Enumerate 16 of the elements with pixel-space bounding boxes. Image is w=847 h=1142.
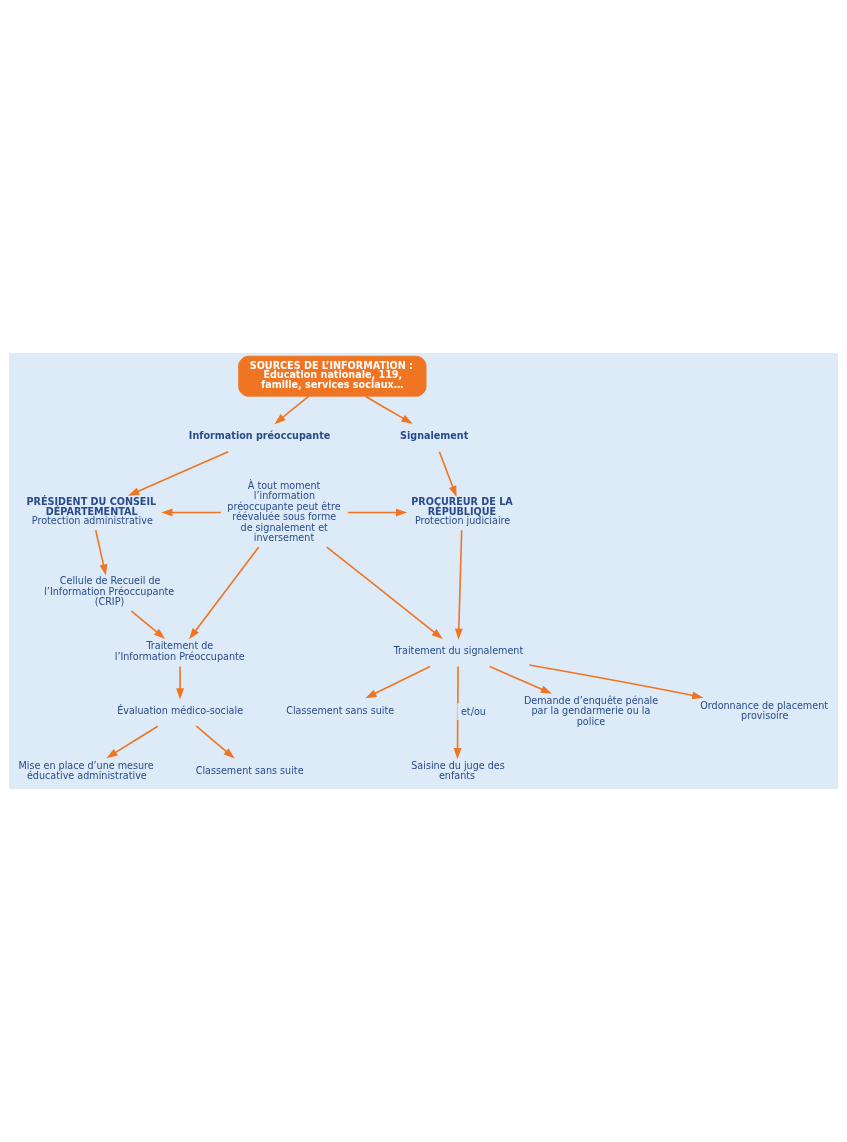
node-text: Ordonnance de placement provisoire (700, 699, 828, 722)
node-text: Signalement (400, 429, 469, 441)
node-text: À tout moment l’information préoccupante peut être réévaluée sous forme de signalement et inversement (227, 479, 341, 544)
node-text: Information préoccupante (188, 429, 331, 441)
node-text: Traitement de l’Information Préoccupante (114, 640, 245, 662)
node-text: PRÉSIDENT DU CONSEIL DÉPARTEMENTAL Protection administrative (26, 495, 157, 527)
edge-label: et/ou (460, 705, 486, 717)
node-text: Classement sans suite (286, 705, 395, 717)
node-text: Classement sans suite (195, 764, 304, 776)
node-text: Traitement du signalement (393, 645, 524, 657)
node-text: Demande d’enquête pénale par la gendarmerie ou la police (523, 694, 659, 727)
node-text: Mise en place d’une mesure éducative administrative (18, 759, 154, 782)
node-text: Saisine du juge des enfants (411, 759, 505, 782)
node-text: PROCUREUR DE LA RÉPUBLIQUE Protection judiciaire (411, 495, 513, 527)
node-text: Évaluation médico-sociale (117, 705, 244, 717)
node-text: Cellule de Recueil de l’Information Préoccupante (CRIP) (44, 575, 175, 608)
